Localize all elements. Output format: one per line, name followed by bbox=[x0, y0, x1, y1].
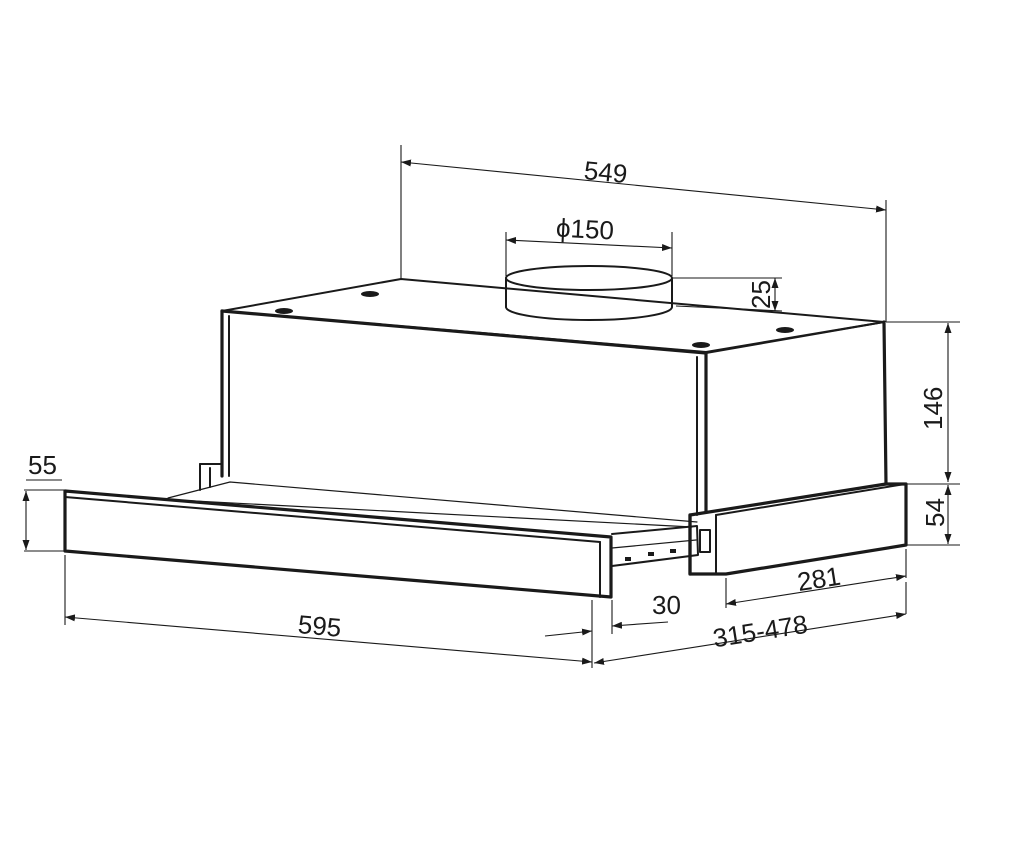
dim-label-pullout-depth: 315-478 bbox=[711, 609, 810, 654]
mounting-hole bbox=[776, 327, 794, 333]
mounting-hole bbox=[275, 308, 293, 314]
dim-label-panel-height: 55 bbox=[28, 450, 57, 480]
pullout-tray bbox=[167, 463, 699, 567]
mounting-hole bbox=[692, 342, 710, 348]
dim-label-body-height: 146 bbox=[918, 387, 948, 430]
dimension-lines bbox=[22, 145, 960, 668]
hood-body bbox=[220, 278, 888, 516]
duct-collar bbox=[505, 265, 673, 321]
dim-label-duct-diameter: ϕ150 bbox=[555, 213, 614, 246]
dim-label-overhang: 30 bbox=[652, 590, 681, 620]
front-visor bbox=[63, 489, 613, 599]
dim-label-front-height: 54 bbox=[920, 498, 950, 527]
control-switch-icon bbox=[699, 529, 711, 553]
fixed-front bbox=[688, 482, 908, 576]
dim-label-front-width: 595 bbox=[297, 609, 343, 643]
dim-label-top-width: 549 bbox=[583, 155, 629, 189]
dim-label-duct-height: 25 bbox=[746, 280, 776, 309]
dim-label-depth: 281 bbox=[795, 561, 843, 597]
mounting-hole bbox=[361, 291, 379, 297]
